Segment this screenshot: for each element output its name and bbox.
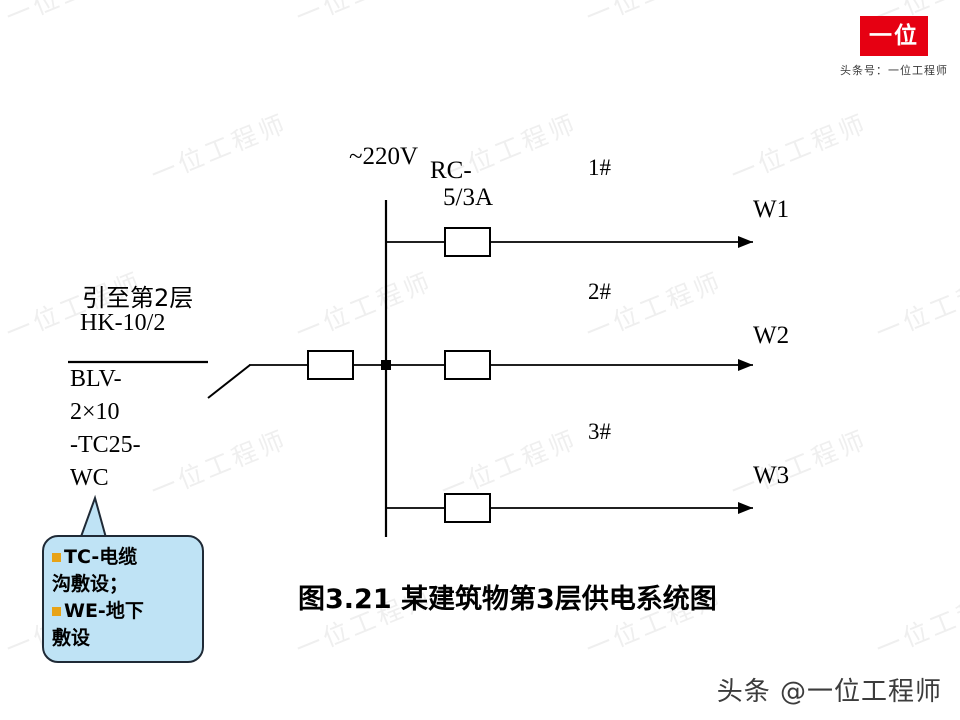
notes-callout-box: TC-电缆 沟敷设； WE-地下 敷设 bbox=[42, 535, 204, 663]
incoming-fuse-symbol bbox=[307, 350, 354, 380]
main-protection-device-label-line1: RC- bbox=[430, 157, 472, 184]
bottom-watermark-text: 头条 @一位工程师 bbox=[716, 677, 942, 707]
branch-1-arrowhead bbox=[738, 236, 753, 248]
branch-3-number-label: 3# bbox=[588, 419, 611, 444]
branch-3-fuse-symbol bbox=[444, 493, 491, 523]
cable-spec-line-3: -TC25- bbox=[70, 432, 141, 458]
figure-caption: 图3.21 某建筑物第3层供电系统图 bbox=[298, 584, 717, 615]
main-protection-device-label-line2: 5/3A bbox=[443, 184, 493, 211]
branch-2-circuit-label: W2 bbox=[753, 322, 790, 349]
callout-item-1-cont: 沟敷设； bbox=[52, 573, 129, 595]
incoming-cable-spec-label: BLV- 2×10 -TC25- WC bbox=[70, 363, 141, 495]
branch-3-arrowhead bbox=[738, 502, 753, 514]
callout-item-2: WE-地下 bbox=[52, 598, 194, 625]
callout-item-1-text-a: TC-电缆 bbox=[64, 546, 138, 568]
branch-2-fuse-symbol bbox=[444, 350, 491, 380]
logo-caption: 头条号：一位工程师 bbox=[840, 64, 948, 77]
branch-1-number-label: 1# bbox=[588, 155, 611, 180]
incoming-switch-model-label: HK-10/2 bbox=[80, 310, 166, 336]
callout-item-2-cont: 敷设 bbox=[52, 627, 91, 649]
branch-2-arrowhead bbox=[738, 359, 753, 371]
brand-logo: 一位 头条号：一位工程师 bbox=[840, 16, 948, 78]
branch-3-circuit-label: W3 bbox=[753, 462, 790, 489]
cable-spec-line-1: BLV- bbox=[70, 366, 122, 392]
incoming-feed-source-label: 引至第2层 bbox=[82, 284, 194, 312]
switch-blade-line bbox=[207, 364, 251, 399]
bullet-square-icon bbox=[52, 553, 61, 562]
branch-2-number-label: 2# bbox=[588, 279, 611, 304]
cable-spec-line-2: 2×10 bbox=[70, 399, 120, 425]
callout-item-1: TC-电缆 bbox=[52, 544, 194, 571]
supply-voltage-label: ~220V bbox=[349, 143, 419, 170]
branch-1-circuit-label: W1 bbox=[753, 196, 790, 223]
cable-spec-line-4: WC bbox=[70, 465, 109, 491]
branch-1-fuse-symbol bbox=[444, 227, 491, 257]
bullet-square-icon bbox=[52, 607, 61, 616]
callout-item-2-text-a: WE-地下 bbox=[64, 600, 144, 622]
logo-mark: 一位 bbox=[860, 16, 928, 56]
